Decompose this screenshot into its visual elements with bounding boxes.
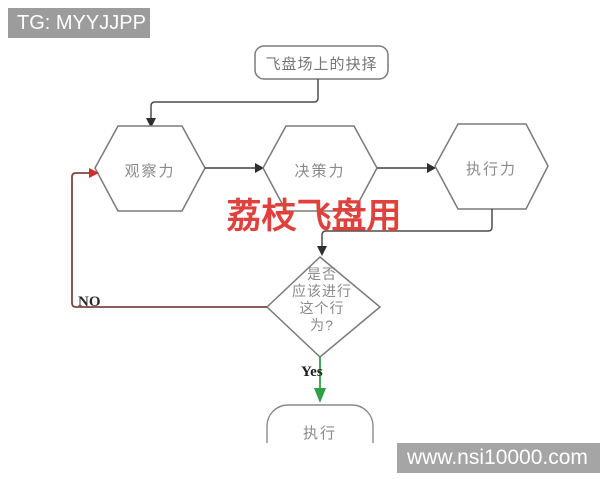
connector-execute-to-decision bbox=[321, 209, 493, 246]
arrowhead-execute-to-decision bbox=[317, 246, 327, 256]
hexagon-execution-shape bbox=[434, 123, 549, 210]
start-node-shape bbox=[254, 45, 389, 80]
connector-no-loop bbox=[71, 172, 267, 308]
telegram-watermark: TG: MYYJJPP bbox=[8, 8, 150, 38]
arrowhead-decide-to-execute bbox=[427, 163, 436, 173]
end-node-label: 执行 bbox=[302, 425, 337, 442]
start-node-label: 飞盘场上的抉择 bbox=[265, 56, 378, 73]
yes-edge-label: Yes bbox=[301, 364, 323, 380]
bottom-crop-cover bbox=[0, 443, 397, 480]
no-edge-label: NO bbox=[78, 294, 101, 310]
hexagon-decide-label: 决策力 bbox=[294, 163, 346, 180]
website-watermark: www.nsi10000.com bbox=[397, 443, 600, 473]
hexagon-execution-label: 执行力 bbox=[465, 161, 517, 178]
arrowhead-observe-to-decide bbox=[255, 163, 264, 173]
arrowhead-start-to-observe bbox=[146, 118, 156, 128]
decision-diamond-label: 是否 应该进行 这个行 为? bbox=[292, 266, 352, 333]
hexagon-observe-label: 观察力 bbox=[124, 163, 176, 180]
red-center-watermark: 荔枝飞盘用 bbox=[226, 197, 402, 236]
connector-start-to-observe bbox=[150, 79, 319, 119]
arrowhead-no-loop bbox=[89, 168, 99, 178]
arrowhead-yes bbox=[314, 388, 326, 403]
